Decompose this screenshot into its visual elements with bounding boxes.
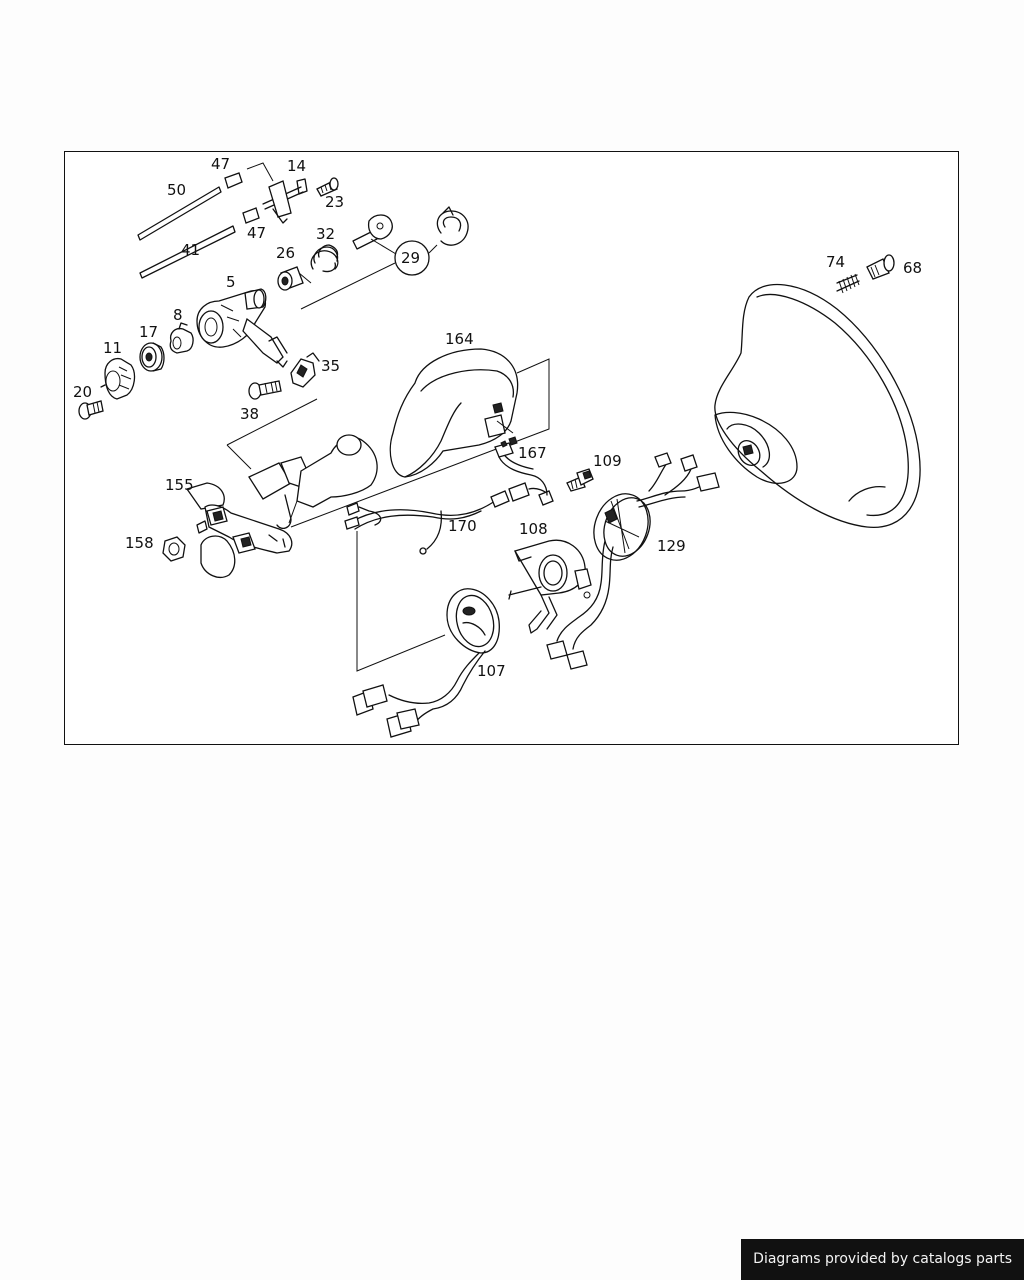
label-32: 32 — [316, 225, 335, 243]
bolt-part-38 — [248, 380, 282, 400]
part-11 — [100, 357, 136, 400]
rod-part-41 — [139, 225, 236, 279]
label-68: 68 — [903, 259, 922, 277]
contact-unit-part-129 — [546, 452, 720, 670]
steering-lock-housing-part-5 — [196, 288, 288, 368]
lock-cylinder-part-26 — [277, 266, 312, 291]
leader-line-bracket — [226, 398, 318, 470]
part-17 — [139, 342, 165, 372]
parts-diagram-frame: 47 14 50 23 47 32 41 26 29 5 8 17 11 35 … — [64, 151, 959, 745]
label-109: 109 — [593, 452, 622, 470]
label-35: 35 — [321, 357, 340, 375]
part-35 — [290, 352, 320, 388]
footer-credit-badge: Diagrams provided by catalogs parts — [741, 1239, 1024, 1280]
steering-column-tube — [248, 434, 378, 530]
label-38: 38 — [240, 405, 259, 423]
sleeve-part-47-upper — [224, 172, 243, 189]
label-158: 158 — [125, 534, 154, 552]
label-170: 170 — [448, 517, 477, 535]
label-47-lower: 47 — [247, 224, 266, 242]
label-41: 41 — [181, 241, 200, 259]
ring-clip — [436, 206, 469, 246]
screw-part-109 — [566, 468, 594, 492]
spring-part-32 — [310, 244, 339, 273]
label-50: 50 — [167, 181, 186, 199]
label-107: 107 — [477, 662, 506, 680]
steering-wheel — [714, 283, 921, 528]
screw-part-20 — [78, 400, 104, 420]
wire-harness-part-170 — [344, 482, 554, 555]
lever-part-14 — [262, 178, 308, 224]
switch-bracket-part-155 — [185, 482, 293, 578]
rod-part-50 — [137, 186, 222, 241]
label-129: 129 — [657, 537, 686, 555]
label-167: 167 — [518, 444, 547, 462]
label-47-upper: 47 — [211, 155, 230, 173]
label-164: 164 — [445, 330, 474, 348]
leader-line-47-14 — [246, 162, 274, 182]
label-26: 26 — [276, 244, 295, 262]
exploded-parts-diagram: 47 14 50 23 47 32 41 26 29 5 8 17 11 35 … — [73, 155, 922, 738]
column-shroud-part-164 — [389, 348, 519, 478]
label-20: 20 — [73, 383, 92, 401]
label-74: 74 — [826, 253, 845, 271]
label-108: 108 — [519, 520, 548, 538]
sleeve-part-47-lower — [242, 207, 260, 224]
spring-part-74 — [836, 273, 860, 294]
label-23: 23 — [325, 193, 344, 211]
leader-line-164 — [290, 358, 550, 528]
bolt-part-23 — [316, 177, 339, 197]
label-14: 14 — [287, 157, 306, 175]
bolt-part-68 — [866, 254, 895, 280]
wire-part-167 — [494, 436, 548, 496]
label-8: 8 — [173, 306, 183, 324]
callout-circle-29 — [300, 238, 438, 310]
ignition-key — [352, 214, 393, 250]
label-17: 17 — [139, 323, 158, 341]
part-8 — [169, 322, 194, 354]
steering-angle-sensor-part-108 — [508, 539, 592, 634]
contact-unit-part-107 — [352, 588, 500, 738]
label-155: 155 — [165, 476, 194, 494]
label-5: 5 — [226, 273, 236, 291]
label-29: 29 — [401, 249, 420, 267]
leader-line-107 — [356, 531, 446, 672]
label-11: 11 — [103, 339, 122, 357]
nut-part-158 — [162, 536, 186, 562]
